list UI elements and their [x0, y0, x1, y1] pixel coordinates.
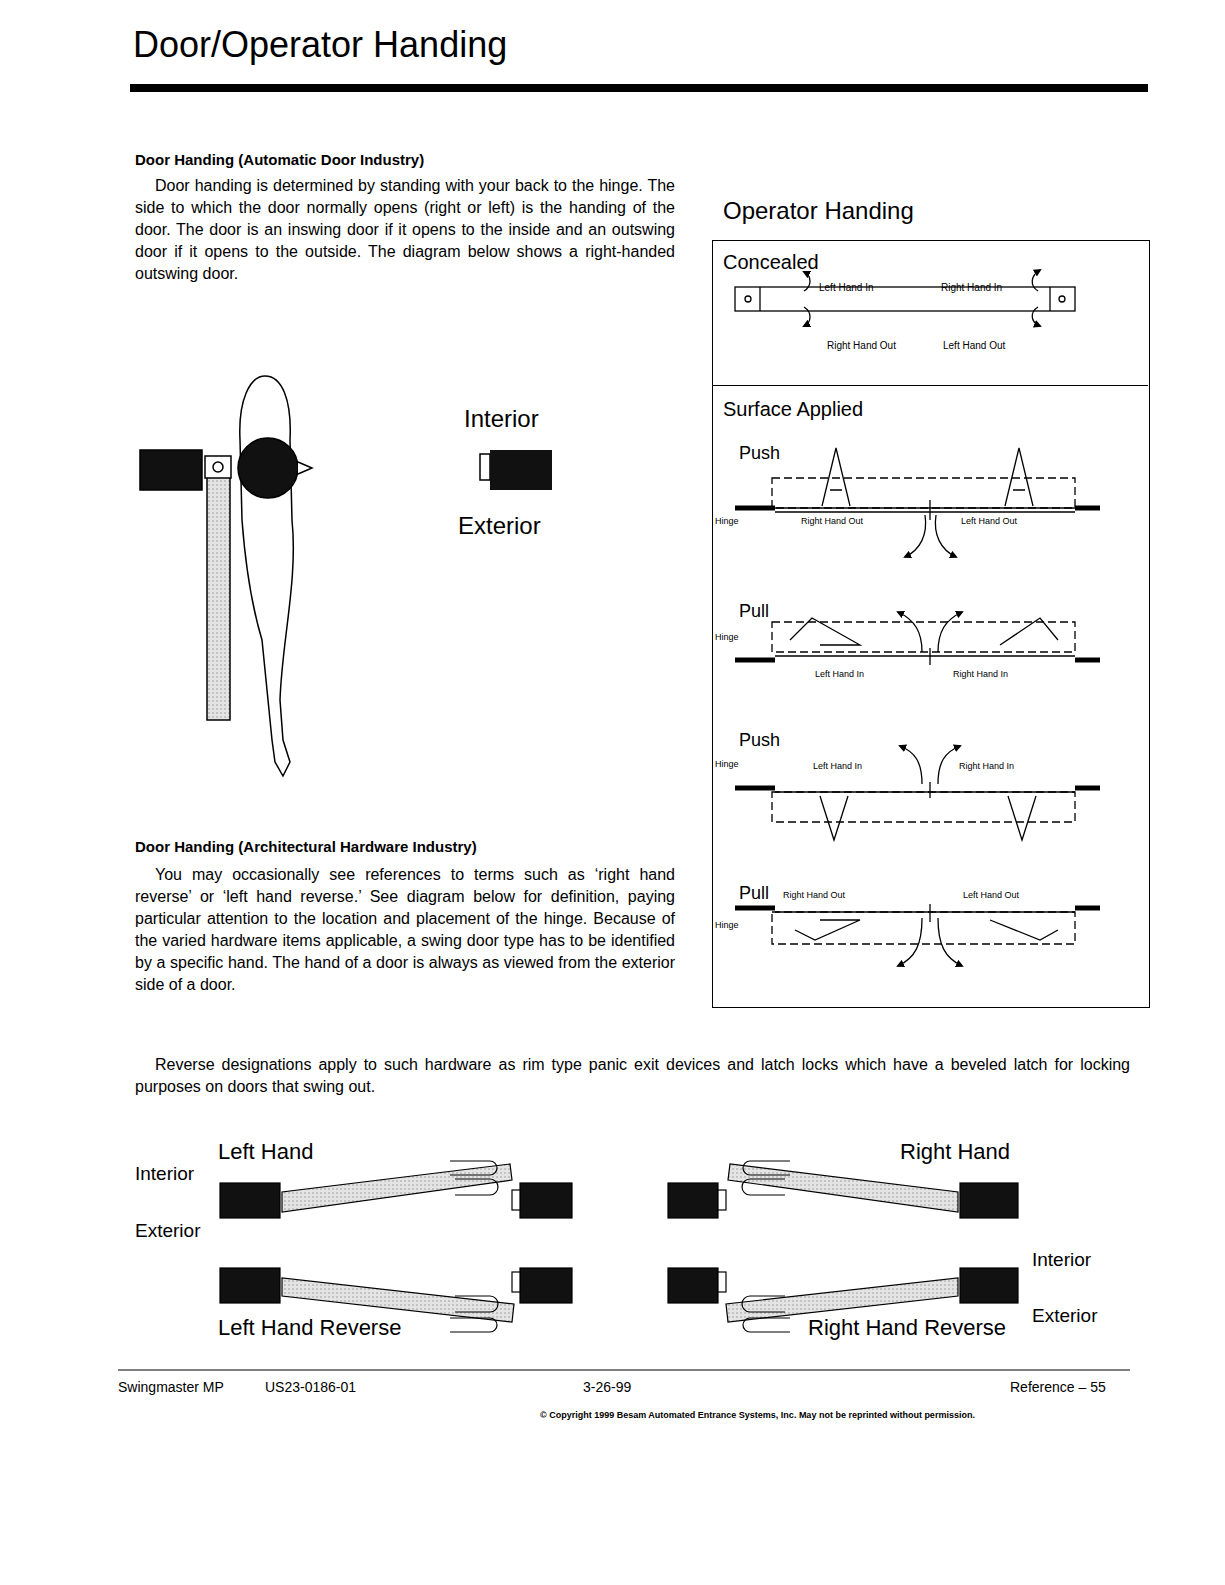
hand-diagrams: [220, 1161, 1018, 1332]
copyright-note: © Copyright 1999 Besam Automated Entranc…: [540, 1410, 975, 1422]
side-label: Exterior: [458, 510, 541, 541]
hand-label: Right Hand In: [941, 281, 1002, 294]
side-label: Interior: [135, 1162, 194, 1187]
section-label: Concealed: [723, 249, 819, 275]
hand-label: Right Hand: [900, 1138, 1010, 1167]
footer-text: US23-0186-01: [265, 1378, 356, 1396]
surface-panel: Surface AppliedPushHingeRight Hand OutLe…: [713, 386, 1148, 1006]
side-label: Interior: [1032, 1248, 1091, 1273]
side-label: Interior: [464, 403, 539, 434]
section-label: Surface Applied: [723, 396, 863, 422]
body-paragraph: You may occasionally see references to t…: [135, 864, 675, 996]
page-title: Door/Operator Handing: [133, 22, 507, 69]
hand-label: Left Hand Reverse: [218, 1314, 401, 1343]
hand-label: Right Hand In: [953, 669, 1008, 681]
title-rule: [130, 84, 1148, 92]
action-label: Pull: [739, 882, 769, 905]
concealed-operator: [735, 270, 1075, 326]
hand-label: Left Hand: [218, 1138, 313, 1167]
hinge-label: Hinge: [715, 759, 739, 771]
action-label: Push: [739, 729, 780, 752]
hand-label: Left Hand In: [815, 669, 864, 681]
person-figure: [140, 376, 312, 776]
hand-label: Left Hand In: [819, 281, 873, 294]
hand-label: Left Hand Out: [961, 516, 1017, 528]
action-label: Pull: [739, 600, 769, 623]
hand-label: Left Hand Out: [943, 339, 1005, 352]
hinge-label: Hinge: [715, 632, 739, 644]
body-paragraph: Door handing is determined by standing w…: [135, 175, 675, 285]
footer-text: Reference – 55: [1010, 1378, 1106, 1396]
side-label: Exterior: [135, 1219, 200, 1244]
section-heading: Door Handing (Automatic Door Industry): [135, 150, 424, 170]
hand-label: Right Hand Out: [827, 339, 896, 352]
door-icon: [480, 450, 552, 490]
hinge-label: Hinge: [715, 920, 739, 932]
footer-text: 3-26-99: [583, 1378, 631, 1396]
hand-label: Right Hand In: [959, 761, 1014, 773]
surface-operators: [735, 448, 1100, 966]
footer-text: Swingmaster MP: [118, 1378, 224, 1396]
section-heading: Door Handing (Architectural Hardware Ind…: [135, 837, 477, 857]
hand-label: Right Hand Out: [801, 516, 863, 528]
hand-label: Left Hand Out: [963, 890, 1019, 902]
side-label: Exterior: [1032, 1304, 1097, 1329]
hand-label: Right Hand Out: [783, 890, 845, 902]
body-paragraph: Reverse designations apply to such hardw…: [135, 1054, 1130, 1098]
hand-label: Left Hand In: [813, 761, 862, 773]
action-label: Push: [739, 442, 780, 465]
panel-heading: Operator Handing: [723, 195, 914, 226]
operator-panel: Operator HandingConcealedLeft Hand InRig…: [712, 240, 1150, 1008]
hand-label: Right Hand Reverse: [808, 1314, 1006, 1343]
footer-rule: [118, 1370, 1130, 1371]
hinge-label: Hinge: [715, 516, 739, 528]
concealed-panel: ConcealedLeft Hand In Right Hand In Right …: [713, 241, 1148, 386]
